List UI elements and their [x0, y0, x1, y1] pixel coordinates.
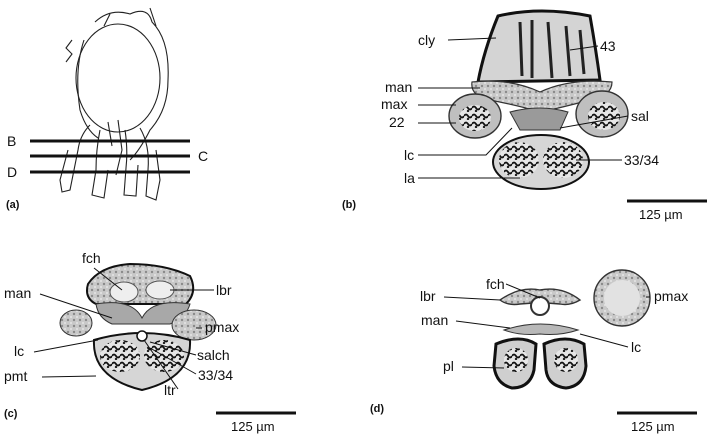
label-fch: fch — [82, 250, 101, 266]
panel-b: cly 43 man max sal 22 lc 33/34 la 125 µm… — [342, 9, 707, 222]
label-cly: cly — [418, 32, 435, 48]
label-man: man — [385, 79, 412, 95]
label-33-34: 33/34 — [624, 152, 659, 168]
scale-text-d: 125 µm — [631, 419, 675, 434]
panel-tag-d: (d) — [370, 403, 384, 415]
panel-a: B C D (a) — [6, 7, 208, 211]
panel-tag-b: (b) — [342, 199, 356, 211]
panel-tag-a: (a) — [6, 199, 20, 211]
scale-text-c: 125 µm — [231, 419, 275, 434]
label-22: 22 — [389, 114, 405, 130]
label-pmax: pmax — [654, 288, 688, 304]
label-pmt: pmt — [4, 368, 27, 384]
label-lbr: lbr — [420, 288, 436, 304]
label-43: 43 — [600, 38, 616, 54]
label-lc: lc — [404, 147, 414, 163]
label-sal: sal — [631, 108, 649, 124]
label-la: la — [404, 170, 415, 186]
section-c-image — [59, 262, 217, 392]
label-pl: pl — [443, 358, 454, 374]
label-max: max — [381, 96, 407, 112]
panel-c: fch lbr man pmax lc salch pmt 33/34 ltr … — [4, 250, 296, 434]
panel-d: fch lbr pmax man lc pl 125 µm (d) — [370, 269, 697, 434]
label-lbr: lbr — [216, 282, 232, 298]
section-b-image — [448, 9, 629, 190]
label-pmax: pmax — [205, 319, 239, 335]
section-label-d: D — [7, 164, 17, 180]
label-lc: lc — [631, 339, 641, 355]
scale-text-b: 125 µm — [639, 207, 683, 222]
section-d-image — [492, 269, 651, 390]
section-label-c: C — [198, 148, 208, 164]
panel-tag-c: (c) — [4, 408, 18, 420]
label-lc: lc — [14, 343, 24, 359]
label-ltr: ltr — [164, 382, 176, 398]
label-man: man — [4, 285, 31, 301]
label-man: man — [421, 312, 448, 328]
label-salch: salch — [197, 347, 230, 363]
section-label-b: B — [7, 133, 16, 149]
label-fch: fch — [486, 276, 505, 292]
label-33-34: 33/34 — [198, 367, 233, 383]
